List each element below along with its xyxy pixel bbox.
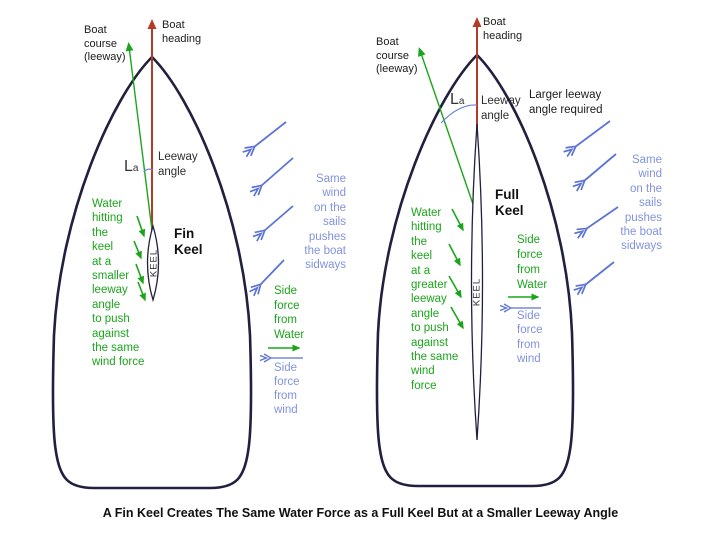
water-force-arrows xyxy=(448,208,464,330)
wind-on-sails-text: Same wind on the sails pushes the boat s… xyxy=(620,154,662,253)
leeway-angle-arc xyxy=(440,104,478,124)
wind-arrow xyxy=(575,120,611,147)
la-main: L xyxy=(124,158,133,175)
water-hitting-keel-text: Water hitting the keel at a greater leew… xyxy=(411,207,459,392)
wind-arrow xyxy=(264,205,294,231)
wind-arrow xyxy=(254,121,287,147)
side-force-water-label: Side force from Water xyxy=(274,285,305,342)
side-force-water-label: Side force from Water xyxy=(517,234,548,291)
keel-text: KEEL xyxy=(471,277,483,307)
fin-keel-shape xyxy=(146,223,160,303)
full-keel-label: Full Keel xyxy=(495,187,524,218)
side-force-wind-label: Side force from wind xyxy=(517,310,543,365)
water-force-arrows xyxy=(133,215,146,302)
full-keel-shape xyxy=(470,123,484,441)
leeway-angle-label: Leeway angle xyxy=(481,95,521,122)
leeway-angle-symbol: La xyxy=(450,92,464,110)
leeway-angle-symbol: La xyxy=(124,159,138,177)
water-force-arrow xyxy=(448,275,462,299)
water-hitting-keel-text: Water hitting the keel at a smaller leew… xyxy=(92,198,145,369)
water-force-arrow xyxy=(451,208,464,232)
leeway-angle-arc xyxy=(143,168,153,173)
la-sub: a xyxy=(458,96,465,107)
wind-arrow xyxy=(585,261,615,285)
boat-heading-label: Boat heading xyxy=(162,19,202,45)
wind-on-sails-text: Same wind on the sails pushes the boat s… xyxy=(304,173,346,272)
la-sub: a xyxy=(132,163,139,174)
la-main: L xyxy=(450,91,459,108)
wind-arrow xyxy=(260,259,285,285)
wind-arrows xyxy=(575,120,619,285)
leeway-angle-label: Leeway angle xyxy=(158,151,198,178)
water-force-arrow xyxy=(137,281,146,302)
side-force-wind-label: Side force from wind xyxy=(274,362,300,416)
full-keel-hull xyxy=(375,53,575,488)
boat-course-arrow xyxy=(418,47,475,208)
water-force-arrow xyxy=(136,215,146,238)
water-force-arrow xyxy=(448,243,461,267)
wind-arrow xyxy=(586,206,619,229)
fin-keel-hull xyxy=(51,55,253,490)
water-force-arrow xyxy=(135,263,145,285)
wind-arrow xyxy=(584,153,617,181)
boat-course-arrow xyxy=(125,42,153,229)
boat-heading-label: Boat heading xyxy=(483,16,523,42)
wind-arrows xyxy=(254,121,294,285)
wind-arrow xyxy=(261,157,294,186)
diagram-caption: A Fin Keel Creates The Same Water Force … xyxy=(102,506,619,520)
boat-course-label: Boat course (leeway) xyxy=(84,24,126,63)
larger-leeway-label: Larger leeway angle required xyxy=(529,89,603,116)
water-force-arrow xyxy=(450,306,464,330)
keel-text: KEEL xyxy=(148,248,160,278)
fin-keel-label: Fin Keel xyxy=(174,226,203,257)
boat-course-label: Boat course (leeway) xyxy=(376,36,418,75)
water-force-arrow xyxy=(133,240,142,260)
